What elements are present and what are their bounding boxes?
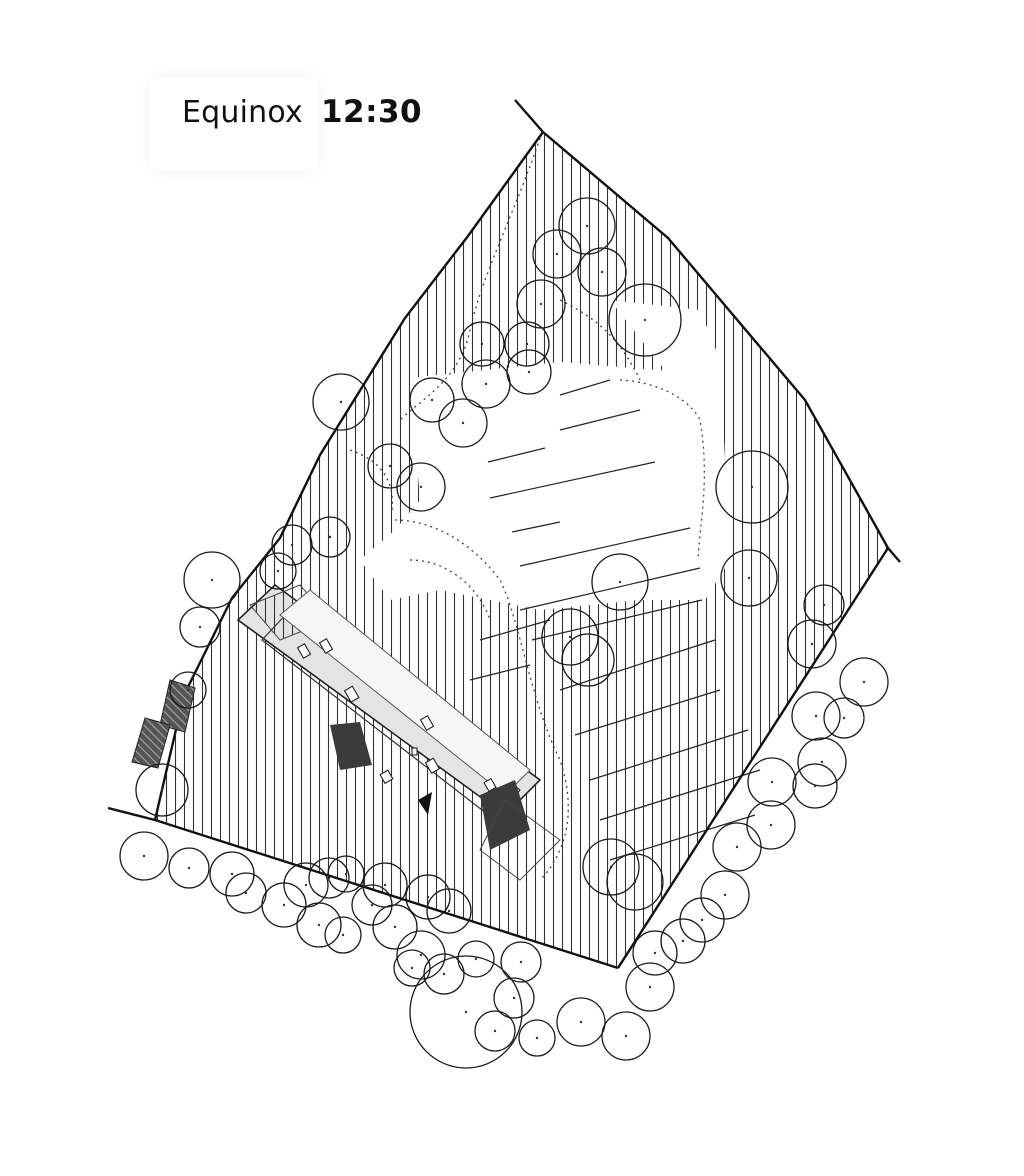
tree-canopy-icon	[506, 349, 552, 395]
tree-canopy-icon	[372, 904, 418, 950]
tree-canopy-icon	[296, 902, 342, 948]
tree-canopy-icon	[183, 551, 241, 609]
tree-canopy-icon	[209, 851, 255, 897]
tree-canopy-icon	[271, 524, 313, 566]
tree-canopy-icon	[504, 321, 550, 367]
tree-canopy-icon	[591, 553, 649, 611]
tree-canopy-icon	[324, 916, 362, 954]
tree-canopy-icon	[712, 822, 762, 872]
tree-canopy-icon	[792, 763, 838, 809]
tree-canopy-icon	[747, 757, 797, 807]
tree-canopy-icon	[367, 443, 413, 489]
tree-canopy-icon	[409, 377, 455, 423]
tree-canopy-icon	[312, 373, 370, 431]
tree-canopy-icon	[351, 884, 393, 926]
tree-canopy-icon	[169, 671, 207, 709]
tree-canopy-icon	[225, 872, 267, 914]
tree-canopy-icon	[632, 930, 678, 976]
tree-canopy-icon	[135, 763, 189, 817]
tree-canopy-icon	[606, 853, 664, 911]
tree-canopy-icon	[438, 398, 488, 448]
tree-canopy-icon	[608, 283, 682, 357]
tree-canopy-icon	[625, 962, 675, 1012]
tree-canopy-icon	[803, 584, 845, 626]
tree-canopy-icon	[179, 606, 221, 648]
tree-canopy-icon	[474, 1010, 516, 1052]
tree-canopy-icon	[787, 619, 837, 669]
site-boundary	[107, 99, 901, 970]
diagram-title: Equinox 12:30	[182, 88, 422, 136]
tree-canopy-icon	[396, 462, 446, 512]
title-time: 12:30	[320, 94, 423, 130]
tree-canopy-icon	[516, 279, 566, 329]
tree-canopy-icon	[601, 1011, 651, 1061]
tree-canopy-icon	[457, 940, 495, 978]
tree-canopy-icon	[119, 831, 169, 881]
tree-canopy-icon	[409, 955, 523, 1069]
building	[236, 583, 561, 881]
tree-canopy-icon	[797, 737, 847, 787]
tree-canopy-icon	[791, 691, 841, 741]
shadow-hatching	[155, 132, 888, 968]
tree-canopy-icon	[393, 949, 431, 987]
trees	[119, 197, 889, 1069]
tree-canopy-icon	[259, 552, 297, 590]
tree-canopy-icon	[459, 321, 505, 367]
tree-canopy-icon	[561, 633, 615, 687]
sun-ray-lines	[469, 379, 761, 861]
tree-canopy-icon	[839, 657, 889, 707]
tree-canopy-icon	[720, 549, 778, 607]
title-backdrop	[150, 78, 318, 170]
tree-canopy-icon	[426, 888, 472, 934]
tree-canopy-icon	[556, 997, 606, 1047]
tree-canopy-icon	[700, 870, 750, 920]
tree-canopy-icon	[532, 229, 582, 279]
tree-canopy-icon	[577, 247, 627, 297]
tree-canopy-icon	[500, 941, 542, 983]
tree-canopy-icon	[518, 1019, 556, 1057]
dark-hatched-blocks	[131, 679, 196, 769]
tree-canopy-icon	[660, 918, 706, 964]
tree-canopy-icon	[823, 697, 865, 739]
tree-canopy-icon	[746, 800, 796, 850]
tree-canopy-icon	[715, 450, 789, 524]
tree-canopy-icon	[327, 855, 365, 893]
tree-canopy-icon	[679, 897, 725, 943]
title-label: Equinox	[182, 94, 303, 130]
tree-canopy-icon	[541, 608, 599, 666]
tree-canopy-icon	[493, 977, 535, 1019]
tree-canopy-icon	[168, 847, 210, 889]
